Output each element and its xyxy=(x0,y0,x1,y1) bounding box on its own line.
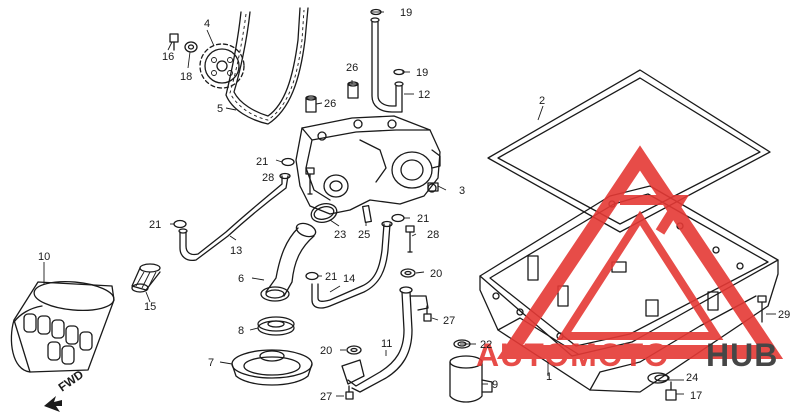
callout-11: 11 xyxy=(381,338,392,350)
warning-triangle-logo-icon xyxy=(496,145,784,359)
callout-16: 16 xyxy=(162,51,174,63)
callout-25: 25 xyxy=(358,229,370,241)
callout-15: 15 xyxy=(144,301,156,313)
callout-27-right: 27 xyxy=(443,315,455,327)
sprocket-bolt xyxy=(169,33,179,51)
callout-8: 8 xyxy=(238,325,244,337)
oil-strainer xyxy=(231,349,313,386)
forward-arrow-icon xyxy=(44,396,62,412)
callout-labels: 1 2 3 4 5 6 7 8 9 10 11 12 13 14 15 16 1… xyxy=(38,7,790,403)
filter-stud xyxy=(131,263,161,293)
bolt-27-b xyxy=(345,385,354,400)
oil-pan-gasket xyxy=(487,69,771,233)
callout-2: 2 xyxy=(539,95,545,107)
leader-lines xyxy=(43,11,776,397)
sprocket-washer xyxy=(184,41,198,53)
oil-cooler-bolt xyxy=(449,355,493,403)
callout-13: 13 xyxy=(230,245,242,257)
cam-sprocket xyxy=(199,43,245,89)
callout-22: 22 xyxy=(480,339,492,351)
callout-4: 4 xyxy=(204,18,210,30)
strainer-seal xyxy=(257,316,295,336)
callout-24: 24 xyxy=(686,372,698,384)
callout-23: 23 xyxy=(334,229,346,241)
callout-9: 9 xyxy=(492,379,498,391)
callout-1: 1 xyxy=(546,371,552,383)
callout-18: 18 xyxy=(180,71,192,83)
callout-6: 6 xyxy=(238,273,244,285)
washer-20-a xyxy=(400,268,416,278)
oil-pipe-lower xyxy=(341,286,429,393)
callout-28-right: 28 xyxy=(427,229,439,241)
callout-3: 3 xyxy=(459,185,465,197)
callout-27-lower: 27 xyxy=(320,391,332,403)
automotohub-watermark: AUTOMOTO HUB xyxy=(476,145,784,373)
dowel-pin-left xyxy=(305,95,317,113)
callout-5: 5 xyxy=(217,103,223,115)
pin-25 xyxy=(362,204,372,224)
bolt-28-left xyxy=(305,167,315,195)
callout-21-right: 21 xyxy=(417,213,429,225)
cam-chain xyxy=(225,7,309,125)
callout-14: 14 xyxy=(343,273,355,285)
callout-28-left: 28 xyxy=(262,172,274,184)
oil-pump-assembly xyxy=(295,115,441,215)
callout-20-right: 20 xyxy=(430,268,442,280)
callout-12: 12 xyxy=(418,89,430,101)
washer-21-b xyxy=(173,219,187,229)
callout-17: 17 xyxy=(690,390,702,402)
callout-21-mid: 21 xyxy=(325,271,337,283)
drain-plug xyxy=(665,381,677,401)
pan-bolt xyxy=(757,295,767,323)
oil-strainer-pipe xyxy=(260,222,317,302)
oil-pipe-center xyxy=(311,220,393,309)
washer-21-c xyxy=(305,271,319,281)
callout-20-lower: 20 xyxy=(320,345,332,357)
callout-26-left: 26 xyxy=(324,98,336,110)
watermark-dark: HUB xyxy=(706,337,778,373)
watermark-red: AUTOMOTO xyxy=(476,337,669,373)
callout-26-top: 26 xyxy=(346,62,358,74)
bolt-27-a xyxy=(423,305,432,322)
callout-19-mid: 19 xyxy=(416,67,428,79)
callout-29: 29 xyxy=(778,309,790,321)
bolt-28-right xyxy=(405,225,415,253)
callout-21-left: 21 xyxy=(149,219,161,231)
oil-pipe-upper xyxy=(370,17,404,113)
washer-20-b xyxy=(346,345,362,355)
o-ring xyxy=(310,203,338,223)
callout-19-top: 19 xyxy=(400,7,412,19)
callout-21-top: 21 xyxy=(256,156,268,168)
oil-pipe-left xyxy=(178,172,291,262)
washer-21-a xyxy=(281,157,295,167)
callout-7: 7 xyxy=(208,357,214,369)
oil-filter xyxy=(10,280,115,373)
drain-washer xyxy=(654,374,670,382)
callout-10: 10 xyxy=(38,251,50,263)
washer-21-d xyxy=(391,213,405,223)
dowel-pin-upper xyxy=(347,81,359,99)
